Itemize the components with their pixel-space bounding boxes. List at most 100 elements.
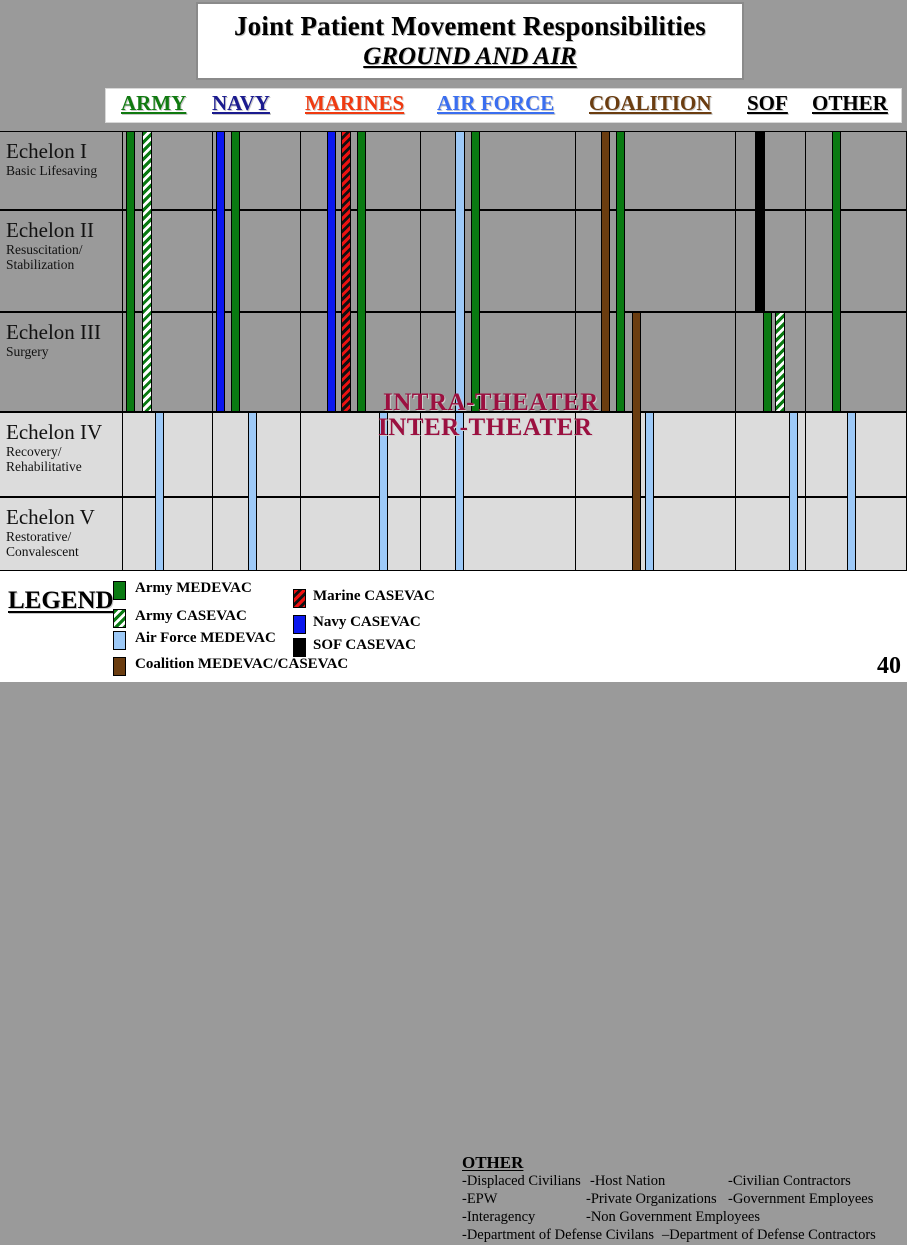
column-divider (122, 498, 123, 570)
column-divider (300, 132, 301, 209)
column-divider (420, 413, 421, 496)
row-label-sub: Resuscitation/ (6, 242, 83, 257)
column-header-bar: ARMY NAVY MARINES AIR FORCE COALITION SOF OTHE… (105, 88, 902, 123)
other-entry: -Non Government Employees (586, 1209, 760, 1225)
row-label-title: Echelon II (6, 218, 95, 242)
bar-coalition-af-medevac (645, 412, 654, 571)
bar-coalition-air (632, 312, 641, 571)
column-divider (420, 132, 421, 209)
column-divider (212, 132, 213, 209)
page-subtitle: GROUND AND AIR (363, 43, 577, 70)
bar-navy-army-medevac (231, 131, 240, 412)
column-divider (805, 413, 806, 496)
bar-coalition-army-medevac (616, 131, 625, 412)
column-divider (212, 313, 213, 411)
legend-label-marine-casevac: Marine CASEVAC (313, 588, 435, 604)
column-header-army[interactable]: ARMY (121, 91, 187, 115)
legend-swatch-air-force-medevac (113, 631, 126, 650)
row-label-title: Echelon III (6, 320, 102, 344)
bar-af-army-medevac (471, 131, 480, 412)
column-divider (575, 313, 576, 411)
column-divider (575, 498, 576, 570)
column-header-navy[interactable]: NAVY (212, 91, 270, 115)
column-divider (420, 313, 421, 411)
other-row: -Displaced Civilians -Host Nation -Civilia… (462, 1173, 907, 1191)
other-entry: -Host Nation (590, 1173, 666, 1189)
column-divider (300, 313, 301, 411)
other-entry: -Government Employees (728, 1191, 874, 1207)
other-entry: -Displaced Civilians (462, 1173, 581, 1189)
column-divider (575, 132, 576, 209)
legend-swatch-army-casevac (113, 609, 126, 628)
column-divider (300, 413, 301, 496)
bar-marine-navy-casevac (327, 131, 336, 412)
legend-label-coalition-medevac-casevac: Coalition MEDEVAC/CASEVAC (135, 656, 349, 672)
legend-label-army-casevac: Army CASEVAC (135, 608, 247, 624)
bar-army-casevac-ground (142, 131, 152, 412)
column-divider (122, 132, 123, 209)
column-divider (300, 498, 301, 570)
legend-label-air-force-medevac: Air Force MEDEVAC (135, 630, 276, 646)
column-divider (805, 211, 806, 311)
page-title: Joint Patient Movement Responsibilities (233, 11, 707, 41)
row-label-title: Echelon V (6, 505, 95, 529)
other-entry: -Civilian Contractors (728, 1173, 851, 1189)
column-divider (735, 498, 736, 570)
column-header-air-force[interactable]: AIR FORCE (437, 91, 555, 115)
column-divider (300, 211, 301, 311)
row-label-sub: Rehabilitative (6, 459, 82, 474)
other-category-block: OTHER -Displaced Civilians -Host Nation -C… (462, 1153, 907, 1245)
other-row: -EPW -Private Organizations -Government Em… (462, 1191, 907, 1209)
column-header-marines[interactable]: MARINES (305, 91, 405, 115)
row-label-title: Echelon I (6, 139, 88, 163)
legend-label-army-medevac: Army MEDEVAC (135, 580, 252, 596)
bar-marine-airforce-medevac (379, 412, 388, 571)
column-header-other[interactable]: OTHER (812, 91, 888, 115)
other-row: -Department of Defense Civilans–Departme… (462, 1227, 907, 1245)
column-header-sof[interactable]: SOF (747, 91, 788, 115)
other-title: OTHER (462, 1153, 524, 1172)
other-entry: -Private Organizations (586, 1191, 717, 1207)
legend-label-sof-casevac: SOF CASEVAC (313, 637, 416, 653)
other-row: -Interagency -Non Government Employees (462, 1209, 907, 1227)
column-divider (420, 498, 421, 570)
bar-army-medevac-ground (126, 131, 135, 412)
legend-title: LEGEND (8, 587, 114, 614)
column-divider (212, 211, 213, 311)
column-divider (735, 132, 736, 209)
legend-panel: LEGEND OTHER -Displaced Civilians -Host N… (0, 571, 907, 1243)
row-label-sub: Convalescent (6, 544, 79, 559)
row-label-sub: Stabilization (6, 257, 75, 272)
column-divider (575, 211, 576, 311)
bar-navy-casevac (216, 131, 225, 412)
bar-af-medevac-ground (455, 131, 465, 412)
other-entry: -Interagency (462, 1209, 536, 1225)
row-label-sub: Restorative/ (6, 529, 72, 544)
other-entry: -EPW (462, 1191, 498, 1207)
bar-af-medevac-air (455, 412, 464, 571)
bar-marine-army-medevac (357, 131, 366, 412)
column-divider (420, 211, 421, 311)
legend-swatch-sof-casevac (293, 638, 306, 657)
column-header-coalition[interactable]: COALITION (589, 91, 712, 115)
column-divider (735, 413, 736, 496)
legend-swatch-army-medevac (113, 581, 126, 600)
bar-navy-airforce-medevac (248, 412, 257, 571)
bar-marine-casevac (341, 131, 351, 412)
other-entry: –Department of Defense Contractors (662, 1227, 876, 1243)
bar-other-af-medevac (847, 412, 856, 571)
column-divider (212, 498, 213, 570)
bar-coalition-ground (601, 131, 610, 412)
bar-army-airforce-medevac (155, 412, 164, 571)
bar-sof-army-medevac (763, 312, 772, 412)
bar-sof-casevac (755, 131, 765, 312)
